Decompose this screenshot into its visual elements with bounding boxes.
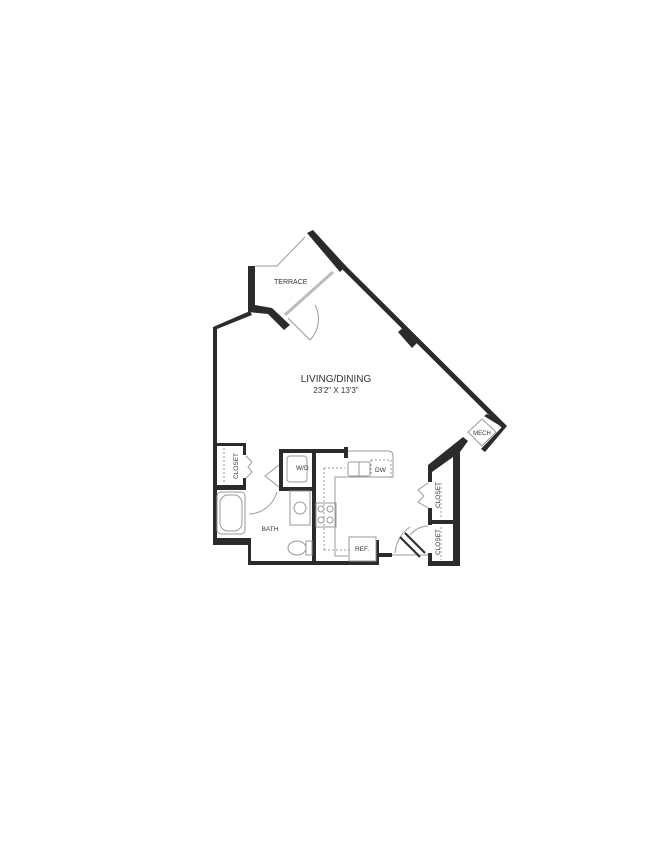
living-dimensions: 23'2" X 13'3" <box>313 386 358 395</box>
closet-left-label: CLOSET <box>233 453 240 479</box>
walls <box>213 230 507 566</box>
closet-right-bottom-label: CLOSET <box>435 529 442 555</box>
fixtures <box>216 236 497 562</box>
terrace-label: TERRACE <box>274 279 308 286</box>
mech-label: MECH <box>473 431 491 437</box>
closet-right-top-label: CLOSET <box>435 482 442 508</box>
wd-label: W/D <box>296 465 309 472</box>
dw-label: DW <box>375 467 387 474</box>
room-labels: TERRACE LIVING/DINING 23'2" X 13'3" MECH… <box>233 279 491 555</box>
bath-label: BATH <box>262 526 279 533</box>
ref-label: REF. <box>355 546 369 553</box>
living-label: LIVING/DINING <box>301 374 372 385</box>
